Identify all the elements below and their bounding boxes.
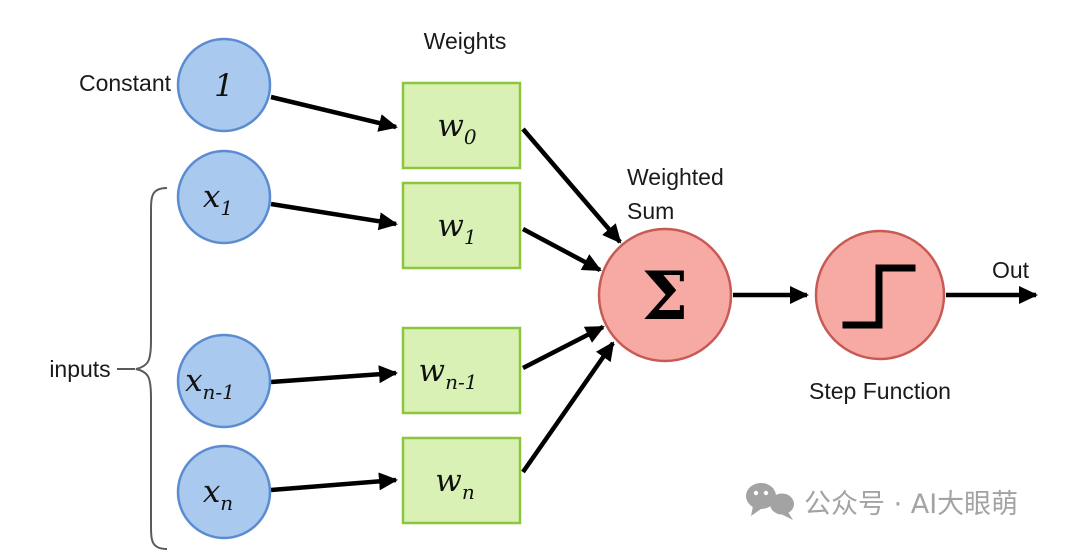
weight-box-wn bbox=[401, 436, 522, 525]
step-function-icon bbox=[842, 264, 916, 329]
arrow-wn1-to-sum bbox=[521, 324, 605, 371]
weight-node-wn: wn bbox=[401, 436, 522, 525]
weight-node-w1: w1 bbox=[401, 181, 522, 270]
input-node-xn-label: xn bbox=[203, 474, 233, 515]
arrow-x1-to-w1 bbox=[270, 201, 398, 231]
wechat-icon bbox=[746, 483, 794, 520]
input-node-xn: xn bbox=[176, 444, 272, 540]
step-function-node bbox=[814, 229, 946, 361]
input-circle-constant bbox=[176, 37, 272, 133]
out-label: Out bbox=[992, 257, 1030, 283]
sigma-symbol: Σ bbox=[642, 257, 689, 335]
arrow-xn1-to-wn1 bbox=[270, 365, 398, 385]
input-node-x1-label: x1 bbox=[203, 179, 233, 220]
input-node-constant: 1 bbox=[176, 37, 272, 133]
arrow-wn-to-sum bbox=[521, 341, 615, 474]
weighted-sum-label-line2: Sum bbox=[627, 198, 674, 224]
weight-node-w0-label: w0 bbox=[437, 108, 477, 149]
watermark: 公众号 · AI大眼萌 bbox=[746, 483, 1018, 520]
arrow-constant-to-w0 bbox=[270, 94, 398, 132]
weight-node-w1-label: w1 bbox=[437, 208, 476, 249]
weighted-sum-circle bbox=[597, 227, 733, 363]
arrow-xn-to-wn bbox=[270, 472, 398, 493]
inputs-brace bbox=[135, 187, 168, 550]
weighted-sum-label-line1: Weighted bbox=[627, 164, 724, 190]
arrow-w1-to-sum bbox=[521, 227, 602, 272]
weight-node-wn1-label: wn-1 bbox=[419, 353, 478, 394]
weight-box-wn1 bbox=[401, 326, 522, 415]
input-circle-xn1 bbox=[176, 333, 272, 429]
weights-label: Weights bbox=[424, 28, 507, 54]
watermark-text: 公众号 · AI大眼萌 bbox=[804, 489, 1018, 520]
constant-label: Constant bbox=[79, 70, 172, 96]
step-function-label: Step Function bbox=[809, 378, 951, 404]
input-circle-xn bbox=[176, 444, 272, 540]
input-node-xn1: xn-1 bbox=[176, 333, 272, 429]
weight-box-w0 bbox=[401, 81, 522, 170]
input-node-constant-label: 1 bbox=[214, 68, 234, 104]
input-circle-x1 bbox=[176, 149, 272, 245]
weight-node-w0: w0 bbox=[401, 81, 522, 170]
input-node-xn1-label: xn-1 bbox=[185, 363, 235, 404]
weight-box-w1 bbox=[401, 181, 522, 270]
inputs-label: inputs bbox=[49, 356, 110, 382]
weight-node-wn-label: wn bbox=[435, 463, 474, 504]
weight-node-wn1: wn-1 bbox=[401, 326, 522, 415]
arrow-w0-to-sum bbox=[521, 127, 622, 244]
weighted-sum-node: Σ bbox=[597, 227, 733, 363]
input-node-x1: x1 bbox=[176, 149, 272, 245]
